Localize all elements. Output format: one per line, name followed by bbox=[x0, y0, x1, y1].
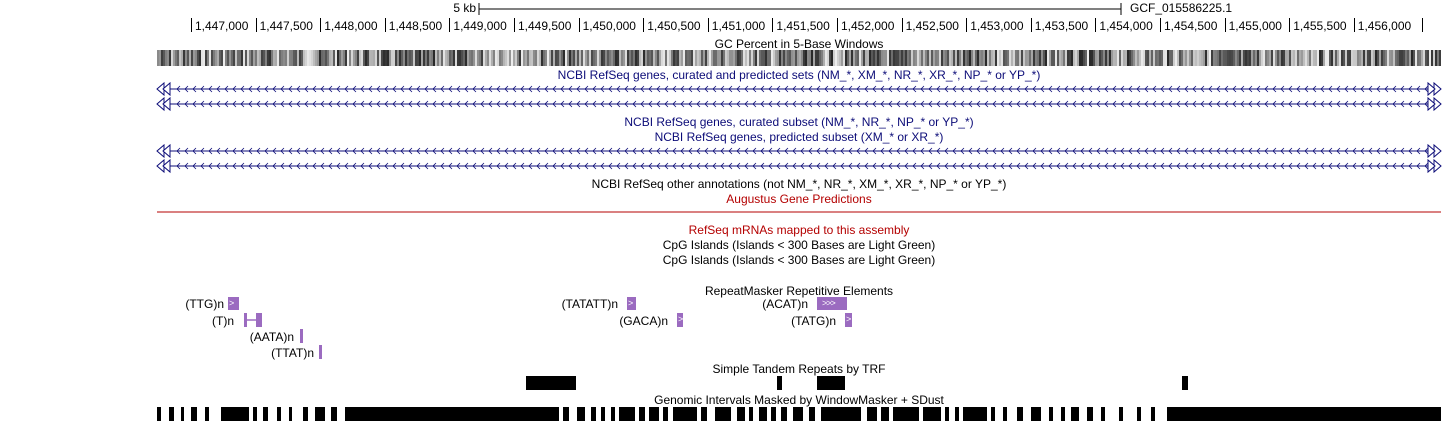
ruler-tick-label: 1,448,500 bbox=[388, 19, 443, 33]
track-label-trf[interactable]: Simple Tandem Repeats by TRF bbox=[712, 362, 886, 376]
trf-track[interactable] bbox=[157, 376, 1441, 390]
ruler-tick bbox=[1289, 18, 1291, 32]
scale-label: 5 kb bbox=[453, 1, 476, 15]
repeat-element[interactable]: > bbox=[845, 313, 852, 327]
ruler-tick bbox=[578, 18, 580, 32]
augustus-gene-line[interactable] bbox=[157, 211, 1441, 213]
ruler-tick bbox=[514, 18, 515, 32]
ruler-tick bbox=[1224, 18, 1226, 32]
ruler-tick-label: 1,450,000 bbox=[582, 19, 636, 33]
ruler-tick bbox=[320, 18, 322, 32]
ruler-tick-label: 1,452,000 bbox=[841, 19, 895, 33]
ruler-tick-label: 1,449,000 bbox=[453, 19, 507, 33]
track-label-refseq-other[interactable]: NCBI RefSeq other annotations (not NM_*,… bbox=[591, 177, 1007, 191]
track-label-refseq-predicted[interactable]: NCBI RefSeq genes, predicted subset (XM_… bbox=[654, 130, 944, 144]
ruler-tick bbox=[255, 18, 257, 32]
ruler-tick-label: 1,449,500 bbox=[518, 19, 572, 33]
refseq-all-gene-1[interactable] bbox=[156, 81, 1442, 97]
ruler-tick bbox=[1030, 18, 1032, 32]
repeat-element[interactable] bbox=[319, 345, 322, 359]
ruler-tick bbox=[1422, 18, 1423, 32]
ruler-tick bbox=[191, 18, 192, 32]
ruler-tick bbox=[449, 18, 451, 32]
repeat-element[interactable] bbox=[244, 313, 264, 327]
track-label-gc-percent[interactable]: GC Percent in 5-Base Windows bbox=[714, 37, 884, 51]
ruler-tick-label: 1,447,500 bbox=[259, 19, 313, 33]
windowmasker-track[interactable] bbox=[157, 407, 1441, 421]
ruler-tick-label: 1,454,000 bbox=[1099, 19, 1153, 33]
ruler-tick-label: 1,452,500 bbox=[905, 19, 959, 33]
track-label-refseq-mrnas[interactable]: RefSeq mRNAs mapped to this assembly bbox=[688, 223, 910, 237]
repeat-label: (T)n bbox=[212, 314, 234, 328]
repeat-label: (ACAT)n bbox=[762, 297, 808, 311]
ruler-tick-label: 1,451,500 bbox=[776, 19, 830, 33]
ruler-tick bbox=[837, 18, 838, 32]
gc-percent-track[interactable] bbox=[157, 50, 1441, 66]
ruler-tick-label: 1,454,500 bbox=[1164, 19, 1218, 33]
repeat-element[interactable]: > bbox=[627, 297, 636, 310]
ruler-tick-label: 1,455,500 bbox=[1293, 19, 1347, 33]
refseq-predicted-gene-1[interactable] bbox=[156, 143, 1442, 159]
scale-bar bbox=[478, 3, 1122, 15]
track-label-augustus[interactable]: Augustus Gene Predictions bbox=[726, 192, 872, 206]
assembly-label: GCF_015586225.1 bbox=[1130, 1, 1233, 15]
ruler-tick bbox=[966, 18, 968, 32]
ruler-tick-label: 1,453,000 bbox=[970, 19, 1024, 33]
ruler-tick-label: 1,447,000 bbox=[195, 19, 249, 33]
repeat-label: (AATA)n bbox=[249, 330, 294, 344]
ruler-tick bbox=[901, 18, 903, 32]
ruler-tick-label: 1,456,000 bbox=[1357, 19, 1412, 33]
track-label-refseq-all[interactable]: NCBI RefSeq genes, curated and predicted… bbox=[557, 68, 1041, 82]
ruler-tick bbox=[1095, 18, 1097, 32]
base-position-ruler: 1,447,000 1,447,500 1,448,000 1,448,500 1,44… bbox=[0, 18, 1443, 38]
ruler-tick bbox=[772, 18, 774, 32]
refseq-all-gene-2[interactable] bbox=[156, 96, 1442, 112]
track-label-windowmasker[interactable]: Genomic Intervals Masked by WindowMasker… bbox=[654, 393, 944, 407]
refseq-predicted-gene-2[interactable] bbox=[156, 158, 1442, 174]
ruler-tick bbox=[643, 18, 645, 32]
repeat-label: (TATATT)n bbox=[561, 297, 618, 311]
repeat-element[interactable]: > bbox=[677, 313, 683, 327]
repeat-element[interactable]: > bbox=[228, 297, 239, 310]
ruler-tick-label: 1,455,000 bbox=[1228, 19, 1282, 33]
repeat-label: (GACA)n bbox=[619, 314, 668, 328]
ruler-tick-label: 1,451,000 bbox=[711, 19, 766, 33]
repeat-element[interactable]: >>> bbox=[817, 297, 847, 310]
track-label-cpg-islands-1[interactable]: CpG Islands (Islands < 300 Bases are Lig… bbox=[662, 238, 936, 252]
track-label-cpg-islands-2[interactable]: CpG Islands (Islands < 300 Bases are Lig… bbox=[662, 253, 936, 267]
ruler-tick bbox=[707, 18, 709, 32]
track-label-repeatmasker[interactable]: RepeatMasker Repetitive Elements bbox=[704, 284, 894, 298]
repeat-label: (TATG)n bbox=[791, 314, 836, 328]
repeat-label: (TTAT)n bbox=[271, 346, 314, 360]
repeat-element[interactable] bbox=[300, 329, 303, 343]
ruler-tick-label: 1,450,500 bbox=[647, 19, 701, 33]
ruler-tick-label: 1,453,500 bbox=[1034, 19, 1089, 33]
ruler-tick bbox=[1353, 18, 1355, 32]
repeat-label: (TTG)n bbox=[185, 297, 224, 311]
ruler-tick bbox=[1160, 18, 1161, 32]
ruler-tick bbox=[384, 18, 386, 32]
ruler-tick-label: 1,448,000 bbox=[324, 19, 378, 33]
track-label-refseq-curated[interactable]: NCBI RefSeq genes, curated subset (NM_*,… bbox=[624, 115, 974, 129]
